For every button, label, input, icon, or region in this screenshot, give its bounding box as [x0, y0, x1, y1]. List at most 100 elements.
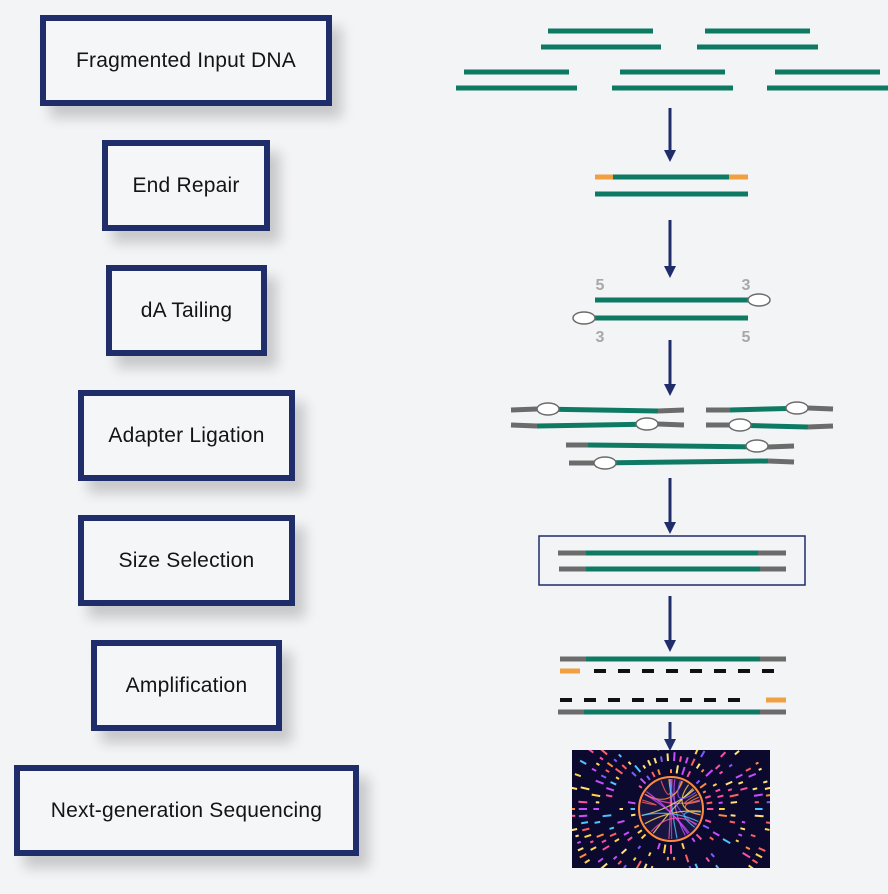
sequencing-tick	[656, 842, 661, 850]
sequencing-tick	[740, 786, 748, 791]
sequencing-tick	[713, 715, 717, 723]
sequencing-tick	[623, 731, 627, 737]
sequencing-tick	[578, 800, 588, 804]
sequencing-tick	[750, 834, 756, 838]
sequencing-tick	[766, 801, 770, 804]
sequencing-tick	[717, 794, 724, 799]
sequencing-visualization	[572, 715, 770, 890]
sequencing-tick	[651, 771, 656, 778]
adapter-loop	[593, 456, 617, 470]
sequencing-tick	[647, 877, 649, 882]
sequencing-tick	[640, 833, 647, 840]
sequencing-tick	[751, 859, 759, 864]
sequencing-tick	[748, 864, 754, 868]
sequencing-tick	[613, 873, 616, 877]
sequencing-tick	[700, 768, 705, 773]
sequencing-tick	[720, 751, 727, 758]
sequencing-tick	[613, 758, 618, 763]
sequencing-chord	[641, 812, 699, 823]
sequencing-tick	[614, 838, 620, 843]
sequencing-tick	[633, 824, 640, 829]
sequencing-tick	[612, 722, 617, 729]
sequencing-tick	[610, 730, 612, 733]
adapter-segment	[807, 405, 834, 412]
sequencing-tick	[712, 783, 718, 787]
sequencing-tick	[711, 746, 713, 749]
sequencing-tick	[765, 794, 770, 797]
step-fragmented-input-dna: Fragmented Input DNA	[40, 15, 332, 106]
sequencing-tick	[580, 786, 590, 791]
sequencing-tick	[764, 786, 770, 791]
sequencing-chord	[684, 793, 701, 805]
sequencing-tick	[681, 842, 685, 850]
sequencing-tick	[634, 764, 642, 773]
sequencing-chord	[646, 791, 689, 835]
sequencing-tick	[709, 836, 714, 841]
step-adapter-ligation: Adapter Ligation	[78, 390, 295, 481]
sequencing-tick	[584, 834, 592, 839]
sequencing-tick	[695, 833, 703, 841]
sequencing-tick	[643, 863, 648, 868]
sequencing-tick	[741, 820, 746, 824]
sequencing-chord	[644, 781, 684, 800]
sequencing-tick	[650, 865, 654, 868]
sequencing-tick	[617, 860, 622, 865]
step-end-repair: End Repair	[102, 140, 270, 231]
sequencing-tick	[615, 776, 620, 780]
sequencing-tick	[605, 794, 613, 798]
sequencing-tick	[602, 845, 610, 851]
sequencing-tick	[647, 736, 648, 740]
sequencing-tick	[612, 855, 618, 860]
sequencing-tick	[740, 876, 743, 878]
sequencing-tick	[695, 763, 701, 770]
sequencing-tick	[745, 767, 752, 772]
sequencing-tick	[575, 834, 579, 838]
sequencing-tick	[753, 793, 763, 797]
sequencing-tick	[735, 880, 739, 884]
sequencing-tick	[623, 831, 630, 836]
size-selected-dna	[538, 535, 806, 586]
step-amplification: Amplification	[91, 640, 282, 731]
sequencing-tick	[709, 727, 713, 734]
sequencing-tick	[734, 750, 740, 756]
sequencing-tick	[609, 832, 617, 838]
adapter-segment	[657, 407, 685, 414]
strand-end-label-3-top: 3	[742, 277, 751, 294]
sequencing-tick	[691, 837, 696, 843]
step-size-selection: Size Selection	[78, 515, 295, 606]
sequencing-tick	[659, 756, 663, 763]
sequencing-chord	[677, 780, 697, 800]
strand-end-label-5-top: 5	[596, 277, 605, 294]
sequencing-tick	[572, 827, 578, 832]
step-label: Size Selection	[118, 548, 255, 572]
sequencing-tick	[704, 795, 711, 799]
sequencing-tick	[577, 847, 584, 852]
sequencing-tick	[641, 875, 643, 879]
sequencing-tick	[730, 750, 732, 751]
sequencing-tick	[730, 801, 738, 804]
strand-end-label-3-bottom: 3	[596, 329, 605, 346]
sequencing-tick	[694, 863, 699, 868]
sequencing-tick	[718, 770, 724, 775]
sequencing-tick	[600, 774, 607, 779]
sequencing-tick	[576, 840, 582, 845]
adapter-segment	[657, 421, 685, 428]
sequencing-tick	[597, 857, 604, 863]
adapter-loop	[728, 418, 752, 432]
amplification-dna	[558, 656, 786, 715]
sequencing-tick	[681, 766, 686, 776]
sequencing-tick	[745, 871, 749, 874]
sequencing-tick	[758, 847, 766, 852]
sequencing-tick	[647, 759, 652, 766]
adapter-loop	[745, 439, 769, 453]
sequencing-tick	[740, 827, 746, 831]
sequencing-tick	[705, 769, 714, 777]
sequencing-tick	[642, 764, 647, 770]
sequencing-tick	[581, 821, 589, 825]
sequencing-tick	[589, 840, 594, 844]
sequencing-tick	[730, 885, 734, 890]
sequencing-chord	[684, 796, 701, 816]
step-label: dA Tailing	[140, 298, 233, 322]
sequencing-tick	[591, 793, 601, 798]
